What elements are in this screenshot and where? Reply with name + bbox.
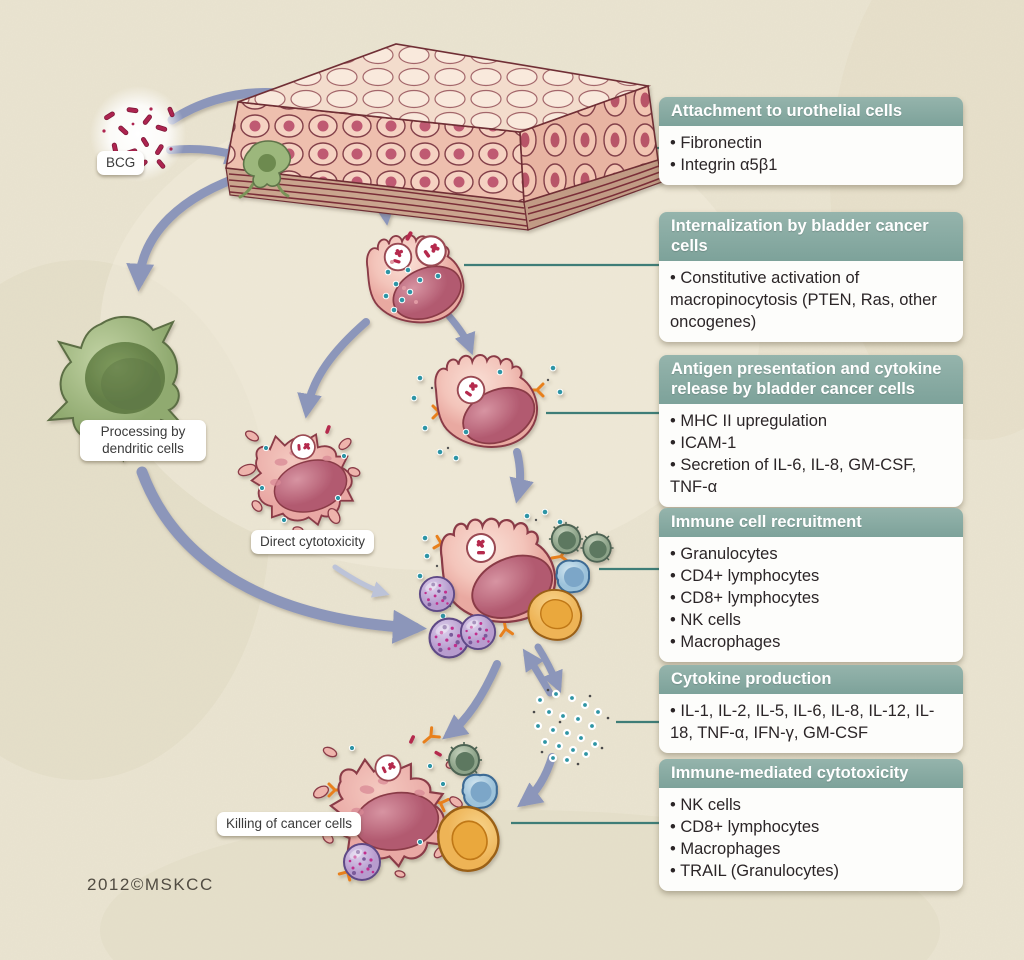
callout-title: Attachment to urothelial cells	[659, 97, 963, 126]
callout-immune-recruitment: Immune cell recruitment Granulocytes CD4…	[659, 508, 963, 662]
callout-title: Antigen presentation and cytokine releas…	[659, 355, 963, 404]
callout-list: Fibronectin Integrin α5β1	[659, 126, 963, 185]
direct-cytotoxicity-label: Direct cytotoxicity	[251, 530, 375, 554]
killer-granulocyte	[343, 843, 381, 881]
callout-item: MHC II upregulation	[670, 410, 953, 432]
arrow-dendritic-to-recruitment	[136, 466, 427, 644]
callout-cytokine-production: Cytokine production IL-1, IL-2, IL-5, IL…	[659, 665, 963, 753]
cancer-cell-internalized	[366, 229, 471, 331]
tissue-top-face	[237, 43, 652, 133]
cytokine-dots	[532, 688, 610, 766]
callout-list: Granulocytes CD4+ lymphocytes CD8+ lymph…	[659, 537, 963, 662]
lymphocyte-cell	[555, 559, 591, 594]
arrow-cell2-to-cell3	[509, 448, 534, 504]
callout-item: Granulocytes	[670, 543, 953, 565]
embedded-dendritic-cell	[238, 140, 291, 199]
callout-title: Internalization by bladder cancer cells	[659, 212, 963, 261]
arrow-cell1-to-direct-cytotoxicity	[297, 318, 370, 419]
callout-antigen-presentation: Antigen presentation and cytokine releas…	[659, 355, 963, 507]
arrow-to-killing-left	[442, 660, 501, 740]
callout-item: Fibronectin	[670, 132, 953, 154]
granulocyte-purple-3	[459, 613, 497, 651]
callout-item: Constitutive activation of macropinocyto…	[670, 267, 953, 333]
killer-lymphocyte	[461, 773, 498, 810]
callout-item: CD8+ lymphocytes	[670, 587, 953, 609]
callout-title: Immune-mediated cytotoxicity	[659, 759, 963, 788]
callout-list: IL-1, IL-2, IL-5, IL-6, IL-8, IL-12, IL-…	[659, 694, 963, 753]
callout-item: CD4+ lymphocytes	[670, 565, 953, 587]
callout-list: NK cells CD8+ lymphocytes Macrophages TR…	[659, 788, 963, 891]
arrow-to-killing-right	[517, 753, 556, 808]
callout-title: Cytokine production	[659, 665, 963, 694]
killing-label: Killing of cancer cells	[217, 812, 362, 836]
arrow-direct-to-granulocyte	[332, 564, 390, 598]
callout-item: NK cells	[670, 794, 953, 816]
callout-internalization: Internalization by bladder cancer cells …	[659, 212, 963, 342]
bcg-label: BCG	[97, 151, 145, 175]
callout-item: ICAM-1	[670, 432, 953, 454]
callout-item: CD8+ lymphocytes	[670, 816, 953, 838]
callout-immune-cytotoxicity: Immune-mediated cytotoxicity NK cells CD…	[659, 759, 963, 891]
callout-item: Macrophages	[670, 838, 953, 860]
callout-item: IL-1, IL-2, IL-5, IL-6, IL-8, IL-12, IL-…	[670, 700, 953, 744]
callout-list: Constitutive activation of macropinocyto…	[659, 261, 963, 342]
arrow-cell1-to-cell2	[445, 312, 476, 356]
cancer-cell-presenting	[410, 354, 564, 462]
dying-cell-direct	[237, 425, 361, 534]
callout-item: Integrin α5β1	[670, 154, 953, 176]
urothelium-tissue	[225, 43, 663, 231]
copyright-text: 2012©MSKCC	[87, 875, 214, 894]
callout-list: MHC II upregulation ICAM-1 Secretion of …	[659, 404, 963, 507]
callout-attachment: Attachment to urothelial cells Fibronect…	[659, 97, 963, 185]
callout-item: Macrophages	[670, 631, 953, 653]
callout-item: NK cells	[670, 609, 953, 631]
callout-item: TRAIL (Granulocytes)	[670, 860, 953, 882]
arrow-cells-to-cytokines	[534, 643, 563, 694]
granulocyte-purple-1	[418, 575, 456, 613]
dendritic-processing-label: Processing by dendritic cells	[80, 420, 206, 461]
arrow-tissue-to-dendritic	[126, 169, 253, 292]
callout-title: Immune cell recruitment	[659, 508, 963, 537]
callout-item: Secretion of IL-6, IL-8, GM-CSF, TNF-α	[670, 454, 953, 498]
